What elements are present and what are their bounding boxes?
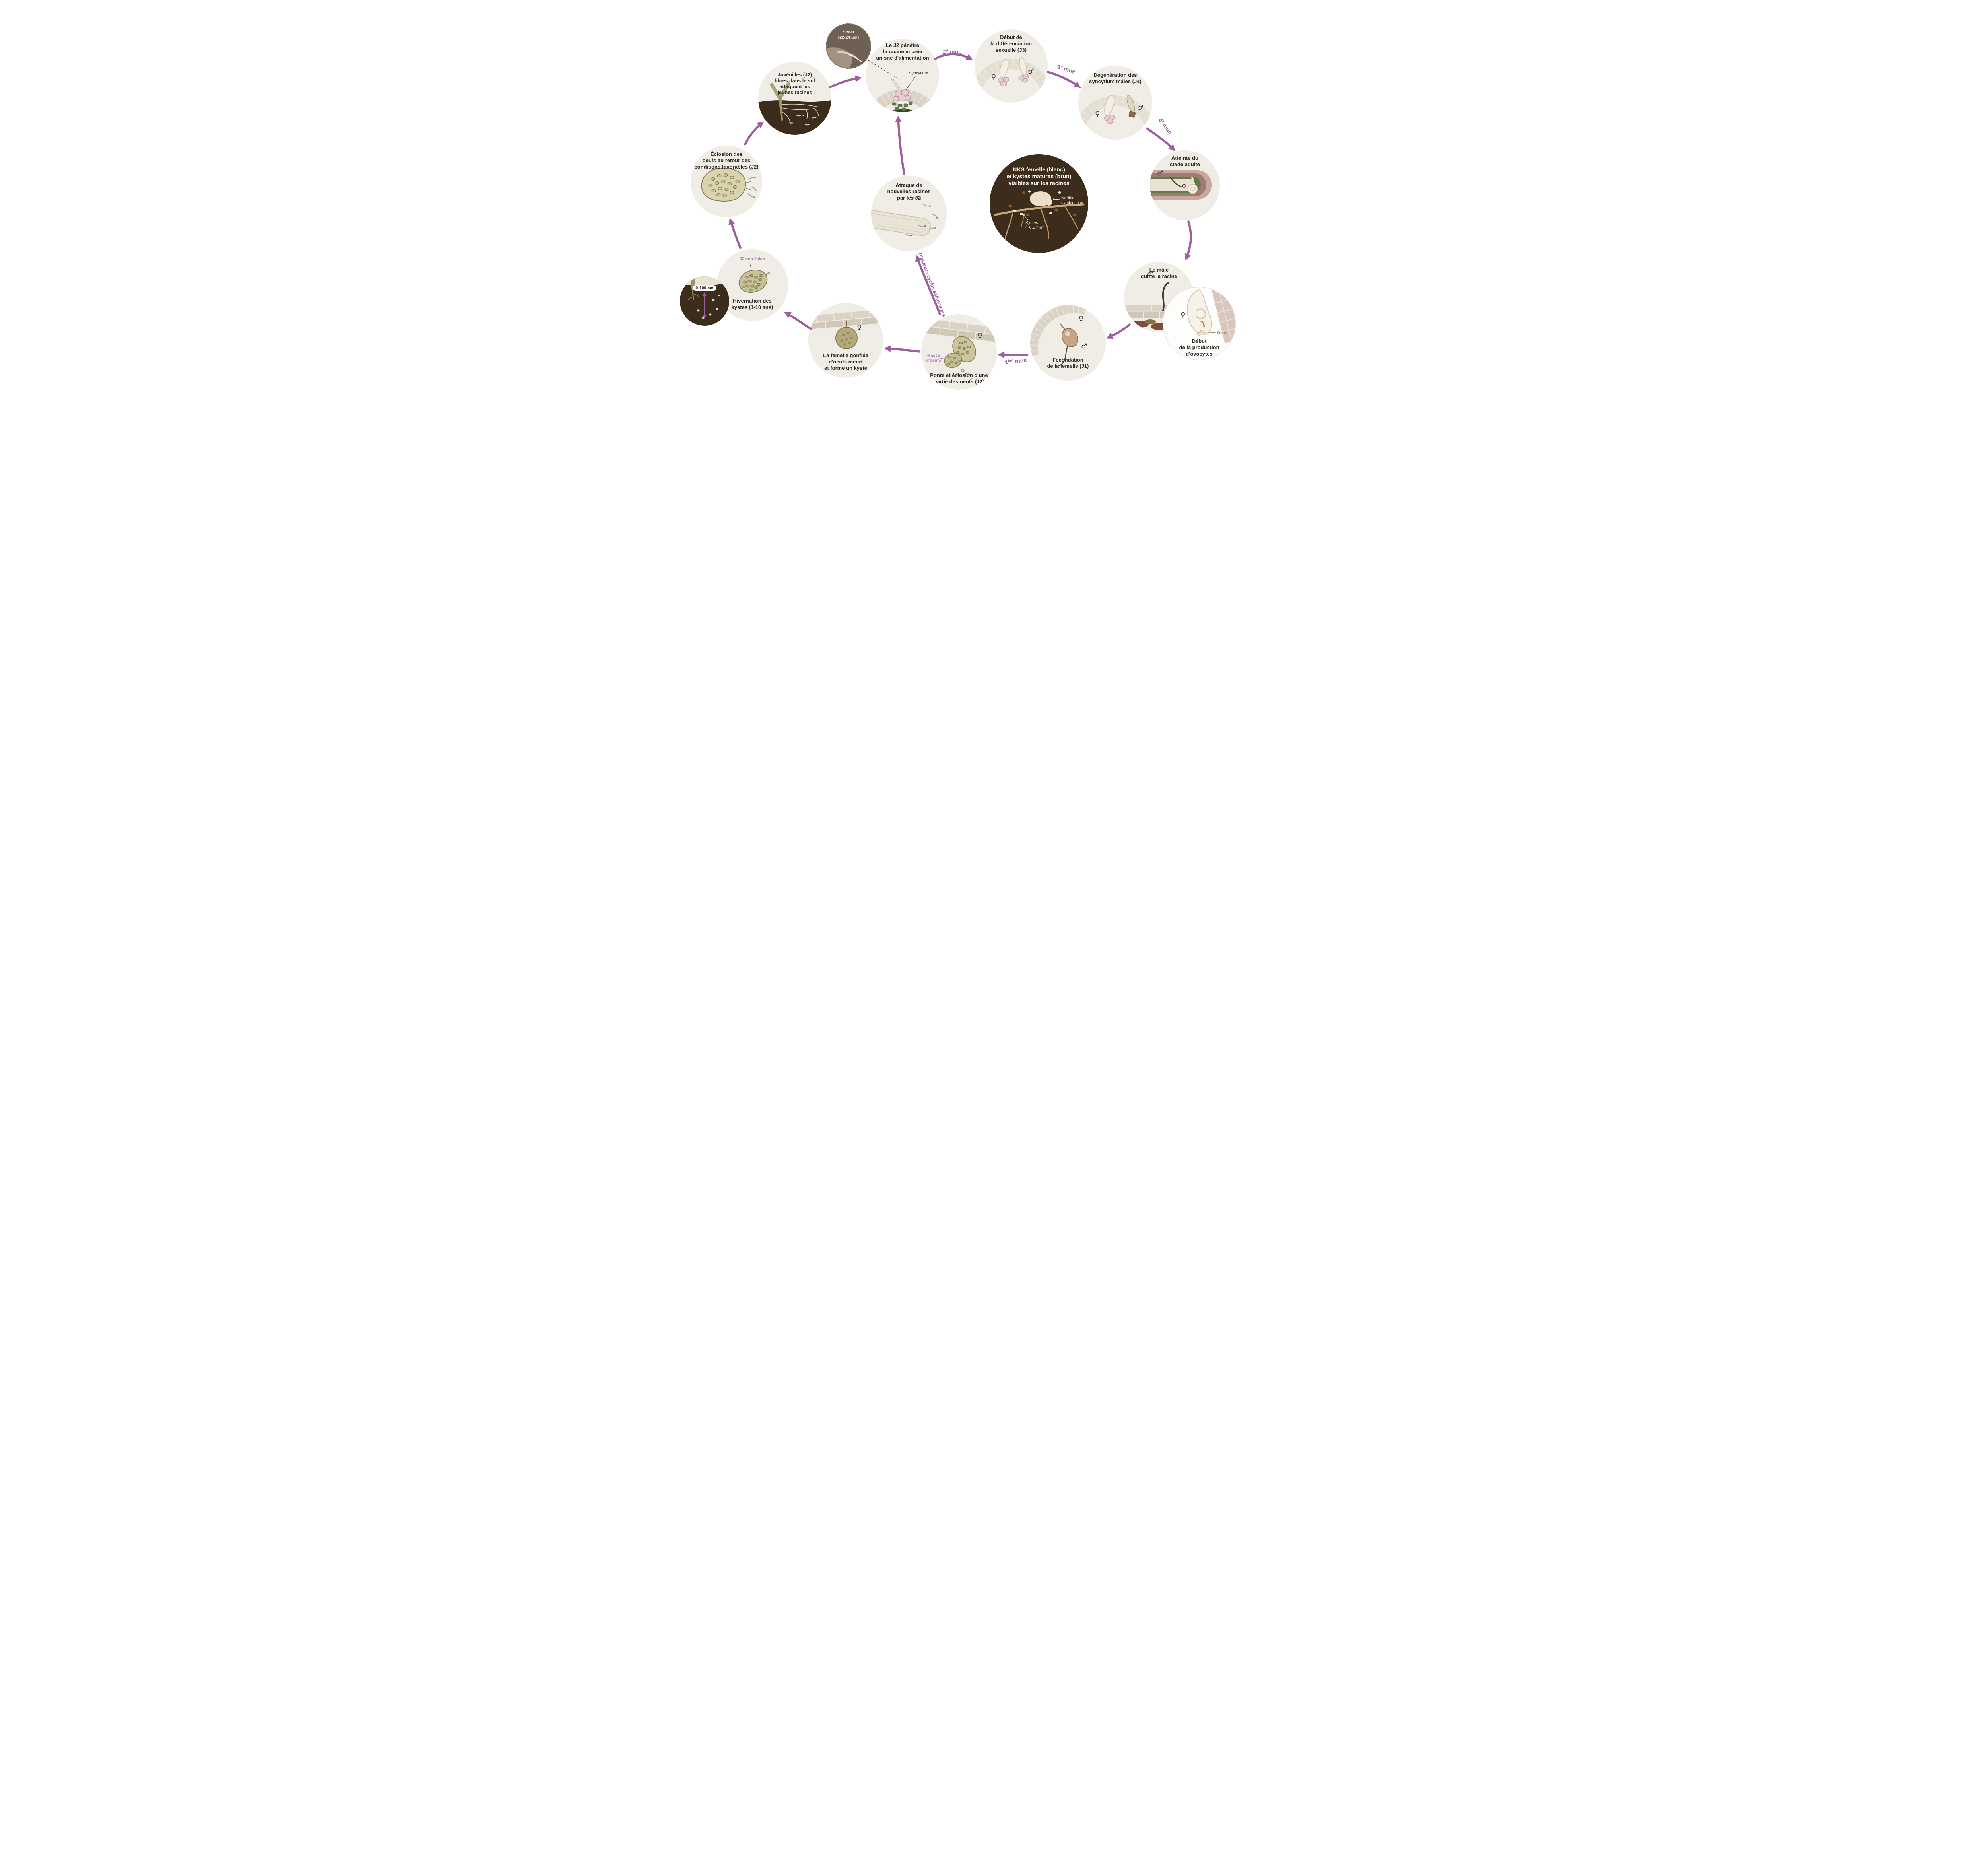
male-symbol: ♂ <box>1137 104 1143 112</box>
molt-label-2: 2e mue <box>943 48 962 55</box>
stage-profondeur: 0-100 cm <box>680 276 729 326</box>
j3-worms-illustration <box>975 57 1048 95</box>
female-ovocytes-illustration <box>1187 287 1235 344</box>
nodule-label: Nodule symbiotique <box>1061 196 1084 206</box>
female-symbol: ♀ <box>1095 110 1100 118</box>
seasonal-cycles-label: Plusieurs cycles saisonniers <box>917 252 947 318</box>
molt-label-4: 4e mue <box>1157 117 1174 136</box>
root-longitudinal-illustration <box>1150 170 1212 200</box>
female-symbol: ♀ <box>978 332 983 340</box>
j4-worms-illustration <box>1078 95 1152 131</box>
oeuf-label: Oeuf <box>1217 330 1227 335</box>
molt-label-1: 1ère mue <box>1004 357 1027 366</box>
female-symbol: ♀ <box>991 73 996 81</box>
stage-title: Le mâle quitte la racine <box>1141 267 1177 279</box>
stage-differenciation: Début de la différenciation sexuelle (J3… <box>975 29 1048 103</box>
stage-stylet: Stylet (22-24 μm) <box>826 23 871 69</box>
stage-juveniles: Juvénilles (J2) libres dans le sol attaq… <box>758 62 831 135</box>
depth-label: 0-100 cm <box>693 285 716 291</box>
female-symbol: ♀ <box>1180 311 1186 319</box>
stage-title: Juvénilles (J2) libres dans le sol attaq… <box>775 72 815 95</box>
root-cross-section-illustration <box>866 76 939 112</box>
stage-kyste: La femelle gonflée d'oeufs meurt et form… <box>808 303 883 378</box>
stylet-label: Stylet (22-24 μm) <box>838 30 859 40</box>
syncytium-label: Syncytium <box>909 71 928 76</box>
male-symbol: ♂ <box>1081 342 1087 350</box>
male-symbol: ♂ <box>1028 68 1034 76</box>
stage-title: Début de la production d'ovocytes <box>1179 338 1219 357</box>
female-symbol: ♀ <box>1182 183 1187 191</box>
cyst-formation-illustration <box>808 309 883 349</box>
stage-adulte: Atteinte du stade adulte ♂ ♀ <box>1150 150 1220 220</box>
soil-root-illustration <box>758 82 831 135</box>
stage-title: Atteinte du stade adulte <box>1170 155 1200 167</box>
stage-attaque: Attaque de nouvelles racines par les J2 <box>871 176 947 251</box>
j2-non-eclos-label: J2 non éclos <box>740 257 765 261</box>
stage-center-nks: NKS femelle (blanc) et kystes matures (b… <box>990 154 1088 253</box>
stage-title: Fécondation de la femelle (J1) <box>1047 357 1089 369</box>
stage-title: Début de la différenciation sexuelle (J3… <box>990 34 1032 53</box>
dormant-cyst-illustration <box>738 262 770 293</box>
life-cycle-diagram: Juvénilles (J2) libres dans le sol attaq… <box>645 0 1343 466</box>
soil-depth-illustration <box>680 276 729 319</box>
stage-title: Dégénération des syncytium mâles (J4) <box>1089 72 1142 84</box>
stage-title: Attaque de nouvelles racines par les J2 <box>887 182 931 201</box>
stage-title: Hivernation des kystes (1-10 ans) <box>731 298 773 311</box>
stage-ponte: Ponte et éclosion d'une partie des oeufs… <box>921 314 997 390</box>
male-symbol: ♂ <box>1157 169 1163 177</box>
center-title: NKS femelle (blanc) et kystes matures (b… <box>1006 166 1072 187</box>
male-symbol: ♂ <box>1147 270 1153 278</box>
masse-oeufs-label: Masse d'oeufs <box>926 353 941 363</box>
fertilization-illustration <box>1030 305 1087 366</box>
root-tip-attack-illustration <box>871 196 938 236</box>
female-symbol: ♀ <box>857 324 862 332</box>
stage-hivernation: Hivernation des kystes (1-10 ans) J2 non… <box>716 249 788 321</box>
stage-ovocytes: Début de la production d'ovocytes Oeuf ♀ <box>1163 287 1236 360</box>
egg-laying-illustration <box>921 317 997 380</box>
stage-penetration: Le J2 pénètre la racine et crée un site … <box>866 39 939 112</box>
hatching-cyst-illustration <box>701 167 757 202</box>
stage-title: La femelle gonflée d'oeufs meurt et form… <box>823 352 868 371</box>
stage-eclosion: Éclosion des oeufs au retour des conditi… <box>691 146 762 217</box>
stylet-illustration <box>827 47 862 68</box>
female-symbol: ♀ <box>1079 315 1084 323</box>
roots-with-cysts-illustration <box>994 190 1085 241</box>
stage-title: Éclosion des oeufs au retour des conditi… <box>694 151 759 170</box>
molt-label-3: 3e mue <box>1056 64 1076 76</box>
stage-degenerescence: Dégénération des syncytium mâles (J4) ♀ … <box>1078 66 1152 140</box>
stage-title: Ponte et éclosion d'une partie des oeufs… <box>930 372 988 385</box>
stage-title: Le J2 pénètre la racine et crée un site … <box>876 42 929 61</box>
kystes-label: Kystes (~0,5 mm) <box>1025 220 1045 230</box>
stage-fecondation: Fécondation de la femelle (J1) ♀ ♂ <box>1030 305 1106 381</box>
